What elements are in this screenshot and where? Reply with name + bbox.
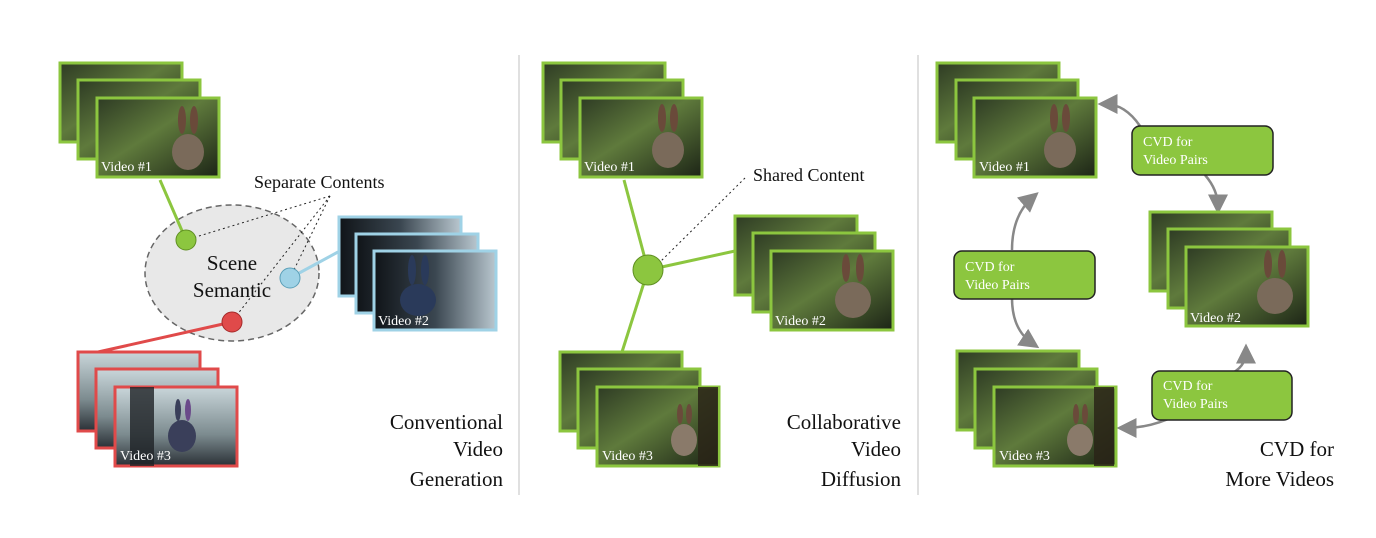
connector-video3 bbox=[97, 320, 233, 354]
box-text-line: Video Pairs bbox=[1143, 153, 1208, 168]
video-label: Video #3 bbox=[999, 449, 1050, 464]
annotation-line bbox=[289, 195, 331, 279]
panel-more-videos: Video #1 Video #2 Video #3 CVD for bbox=[935, 61, 1334, 491]
video-stack-1: Video #1 bbox=[58, 61, 221, 179]
caption-line: Video bbox=[851, 437, 901, 461]
node-video3 bbox=[221, 311, 243, 333]
connector-video1 bbox=[158, 179, 188, 241]
box-text-line: CVD for bbox=[1143, 135, 1193, 150]
connector-video1 bbox=[622, 179, 650, 271]
cvd-pair-box-bottom: CVD for Video Pairs bbox=[1151, 370, 1293, 421]
panel-collaborative: Shared Content Video #1 Video #2 bbox=[541, 61, 902, 491]
shared-content-label: Shared Content bbox=[753, 165, 864, 185]
caption-line: CVD for bbox=[1260, 437, 1334, 461]
box-text-line: Video Pairs bbox=[1163, 397, 1228, 412]
video-stack-1: Video #1 bbox=[541, 61, 704, 179]
cvd-pair-box-left: CVD for Video Pairs bbox=[953, 250, 1096, 300]
arrow-top-right-up bbox=[1097, 94, 1142, 127]
video-label: Video #1 bbox=[979, 160, 1030, 175]
node-video2 bbox=[279, 267, 301, 289]
video-stack-2: Video #2 bbox=[733, 214, 895, 332]
arrow-top-right-down bbox=[1204, 174, 1228, 215]
video-label: Video #3 bbox=[602, 449, 653, 464]
annotation-line bbox=[232, 195, 331, 321]
caption-line: Generation bbox=[410, 467, 504, 491]
panel-conventional: Scene Semantic Separate Contents Video #… bbox=[58, 61, 504, 491]
video-label: Video #2 bbox=[378, 314, 429, 329]
separate-contents-label: Separate Contents bbox=[254, 172, 384, 192]
annotation-line bbox=[659, 177, 746, 263]
video-stack-2: Video #2 bbox=[337, 215, 498, 332]
video-label: Video #3 bbox=[120, 449, 171, 464]
caption-line: Collaborative bbox=[787, 410, 901, 434]
caption-line: Video bbox=[453, 437, 503, 461]
box-text-line: Video Pairs bbox=[965, 278, 1030, 293]
annotation-line bbox=[185, 195, 331, 241]
video-stack-3: Video #3 bbox=[955, 349, 1118, 468]
box-text-line: CVD for bbox=[965, 260, 1015, 275]
scene-label-line1: Scene bbox=[207, 251, 257, 275]
video-label: Video #1 bbox=[584, 160, 635, 175]
caption-line: Conventional bbox=[390, 410, 503, 434]
video-label: Video #1 bbox=[101, 160, 152, 175]
shared-node bbox=[632, 254, 664, 286]
cvd-pair-box-top: CVD for Video Pairs bbox=[1131, 125, 1274, 176]
video-stack-3: Video #3 bbox=[558, 350, 721, 468]
video-label: Video #2 bbox=[1190, 311, 1241, 326]
video-label: Video #2 bbox=[775, 314, 826, 329]
video-stack-1: Video #1 bbox=[935, 61, 1098, 179]
arrow-left-up bbox=[1010, 192, 1039, 251]
scene-label-line2: Semantic bbox=[193, 278, 271, 302]
video-stack-2: Video #2 bbox=[1148, 210, 1310, 328]
node-video1 bbox=[175, 229, 197, 251]
box-text-line: CVD for bbox=[1163, 379, 1213, 394]
caption-line: Diffusion bbox=[821, 467, 902, 491]
caption-line: More Videos bbox=[1225, 467, 1334, 491]
arrow-left-down bbox=[1010, 297, 1040, 349]
video-stack-3: Video #3 bbox=[76, 350, 239, 468]
